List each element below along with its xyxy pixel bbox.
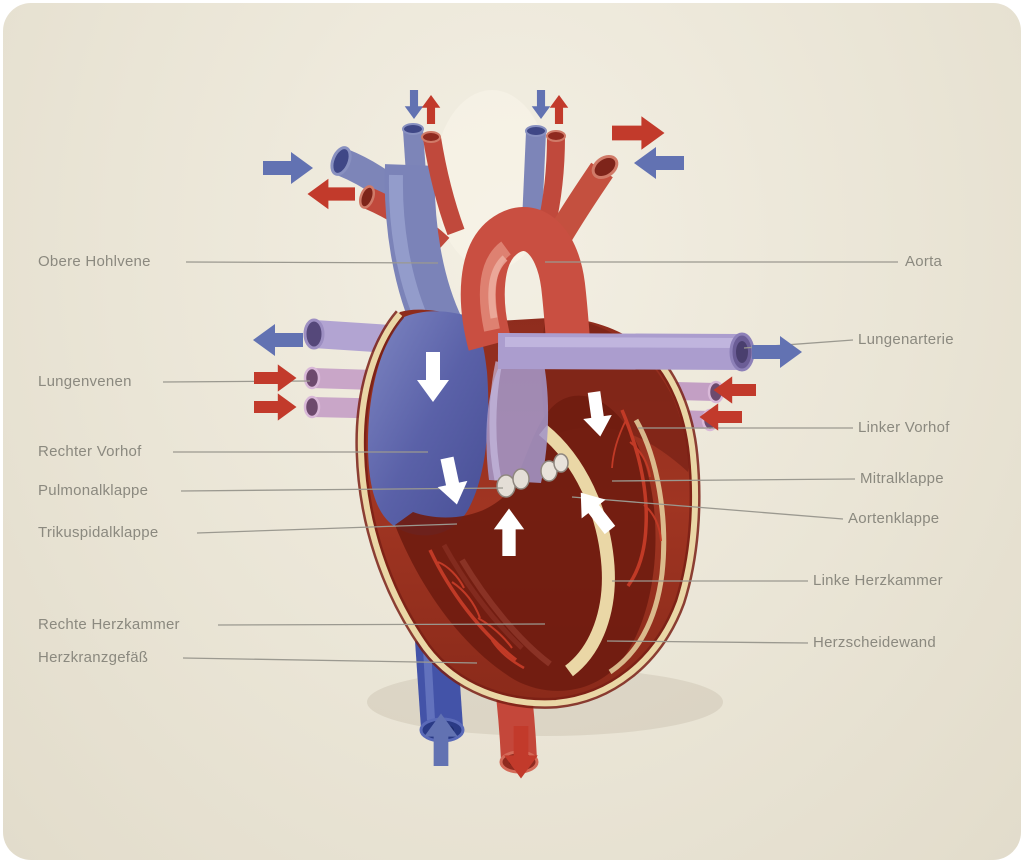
vessel-opening xyxy=(303,366,321,390)
vessel-highlight xyxy=(504,337,739,348)
coronary-branch xyxy=(643,504,662,542)
vessel-opening xyxy=(330,146,352,176)
arterial-flow-arrow-icon xyxy=(421,95,441,124)
coronary-branch xyxy=(490,639,525,670)
pulmonary-artery xyxy=(486,332,755,483)
label-herzscheidewand: Herzscheidewand xyxy=(813,634,936,651)
coronary-branch xyxy=(477,617,513,649)
leader-line xyxy=(185,261,439,264)
label-herzkranzgefaess: Herzkranzgefäß xyxy=(38,649,149,666)
label-trikuspidalklappe: Trikuspidalklappe xyxy=(38,524,159,541)
label-linke-herzkammer: Linke Herzkammer xyxy=(813,572,943,589)
pulmonary-trunk xyxy=(486,359,549,483)
venous-flow-arrow-icon xyxy=(253,324,303,356)
septum xyxy=(538,424,615,677)
vessel-opening xyxy=(421,131,441,143)
venous-flow-arrow-icon xyxy=(531,90,551,119)
neck-vein-right xyxy=(522,131,546,223)
label-mitralklappe: Mitralklappe xyxy=(860,470,944,487)
superior-vena-cava xyxy=(384,164,463,341)
left-ventricle-inner-wall xyxy=(608,418,667,675)
label-linker-vorhof: Linker Vorhof xyxy=(858,419,950,436)
arterial-flow-arrow-icon xyxy=(254,393,297,421)
brachiocephalic-artery xyxy=(423,136,465,236)
vessel-opening xyxy=(402,123,424,135)
vessel-opening xyxy=(303,395,321,419)
heart-body xyxy=(355,309,701,709)
coronary-branch xyxy=(629,441,651,478)
vessel-opening xyxy=(591,155,619,179)
leader-line xyxy=(611,478,856,482)
venous-flow-arrow-icon xyxy=(634,147,684,179)
label-lungenvenen: Lungenvenen xyxy=(38,373,132,390)
label-aortenklappe: Aortenklappe xyxy=(848,510,940,527)
vessel-lumen xyxy=(736,341,748,363)
coronary-branch xyxy=(451,581,481,619)
label-aorta: Aorta xyxy=(905,253,943,270)
coronary-artery-left xyxy=(428,549,518,662)
coronary-branch xyxy=(437,561,465,589)
leader-line xyxy=(196,523,458,534)
arterial-branches-top xyxy=(421,130,619,242)
venous-flow-arrow-icon xyxy=(263,152,313,184)
pulmonary-valve xyxy=(512,468,530,490)
vessel-opening xyxy=(303,318,325,350)
trunk-highlight xyxy=(489,361,503,481)
arterial-flow-arrow-icon xyxy=(254,364,297,392)
coronary-branch xyxy=(611,419,627,469)
label-rechter-vorhof: Rechter Vorhof xyxy=(38,443,142,460)
leader-line xyxy=(182,657,478,664)
label-pulmonalklappe: Pulmonalklappe xyxy=(38,482,149,499)
heart-valves xyxy=(496,453,569,498)
venous-flow-arrow-icon xyxy=(752,336,802,368)
pulmonary-artery-main xyxy=(497,333,743,370)
leader-line xyxy=(217,623,546,626)
leader-line xyxy=(571,496,844,520)
vessel-opening xyxy=(525,125,547,137)
label-lungenarterie: Lungenarterie xyxy=(858,331,954,348)
aorta-highlight xyxy=(488,255,508,319)
muscle-texture xyxy=(459,558,552,667)
coronary-artery-right xyxy=(620,409,649,588)
coronary-vessels xyxy=(428,409,662,670)
arterial-flow-arrow-icon xyxy=(549,95,569,124)
arterial-flow-arrow-icon xyxy=(307,178,355,210)
label-obere-hohlvene: Obere Hohlvene xyxy=(38,253,151,270)
muscle-texture xyxy=(441,543,524,650)
aorta xyxy=(460,207,591,354)
vessel-opening xyxy=(358,185,376,209)
label-rechte-herzkammer: Rechte Herzkammer xyxy=(38,616,180,633)
ventricle-cavities xyxy=(395,395,656,691)
svc-highlight xyxy=(388,174,428,321)
vessel-opening xyxy=(546,130,566,142)
venous-flow-arrow-icon xyxy=(404,90,424,119)
subclavian-artery-right xyxy=(548,162,613,242)
leader-line xyxy=(606,640,809,644)
arterial-flow-arrow-icon xyxy=(612,116,665,150)
mitral-valve xyxy=(553,453,569,473)
vessel-highlight xyxy=(423,647,435,721)
aorta-highlight xyxy=(479,241,512,332)
